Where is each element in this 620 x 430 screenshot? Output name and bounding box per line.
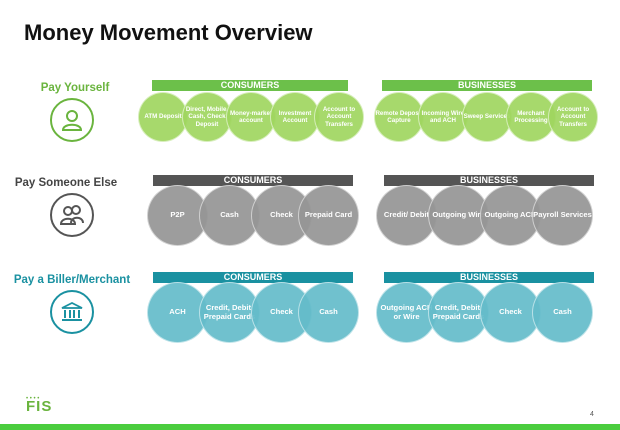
circle-cash: Cash bbox=[532, 282, 593, 343]
row-label-pay-someone-else: Pay Someone Else bbox=[14, 177, 118, 189]
circle-p2p: P2P bbox=[147, 185, 208, 246]
circle-outgoing-ach: Outgoing ACH bbox=[480, 185, 541, 246]
circle-prepaid-card: Prepaid Card bbox=[298, 185, 359, 246]
circle-merchant-processing: Merchant Processing bbox=[506, 92, 556, 142]
row-pay-a-biller-merchant: Pay a Biller/Merchant CONSUMERS ACH Cred… bbox=[0, 272, 620, 352]
circle-account-to-account-transfers: Account to Account Transfers bbox=[548, 92, 598, 142]
circle-payroll-services: Payroll Services bbox=[532, 185, 593, 246]
businesses-group-pay-someone-else: BUSINESSES Credit/ Debit Outgoing Wire O… bbox=[376, 175, 602, 255]
consumers-group-pay-a-biller-merchant: CONSUMERS ACH Credit, Debit, Prepaid Car… bbox=[147, 272, 363, 352]
circle-credit-debit-prepaid-cards: Credit, Debit, Prepaid Cards bbox=[428, 282, 489, 343]
consumers-header: CONSUMERS bbox=[153, 272, 353, 283]
circle-direct-mobile-cash-check-deposit: Direct, Mobile, Cash, Check Deposit bbox=[182, 92, 232, 142]
fis-logo: FIS bbox=[26, 398, 53, 415]
row-pay-yourself: Pay Yourself CONSUMERS ATM Deposit Direc… bbox=[0, 80, 620, 150]
logo-accent: • • • • bbox=[26, 396, 40, 402]
businesses-header: BUSINESSES bbox=[384, 175, 594, 186]
circle-account-to-account-transfers: Account to Account Transfers bbox=[314, 92, 364, 142]
circle-cash: Cash bbox=[298, 282, 359, 343]
consumers-group-pay-someone-else: CONSUMERS P2P Cash Check Prepaid Card bbox=[147, 175, 363, 255]
circle-sweep-services: Sweep Services bbox=[462, 92, 512, 142]
circle-investment-account: Investment Account bbox=[270, 92, 320, 142]
circle-outgoing-wire: Outgoing Wire bbox=[428, 185, 489, 246]
page-title: Money Movement Overview bbox=[24, 20, 313, 45]
circle-credit-debit-prepaid-cards: Credit, Debit, Prepaid Cards bbox=[199, 282, 260, 343]
circle-credit-debit: Credit/ Debit bbox=[376, 185, 437, 246]
circle-incoming-wire-and-ach: Incoming Wire and ACH bbox=[418, 92, 468, 142]
businesses-group-pay-yourself: BUSINESSES Remote Deposit Capture Incomi… bbox=[372, 80, 598, 150]
circle-atm-deposit: ATM Deposit bbox=[138, 92, 188, 142]
consumers-header: CONSUMERS bbox=[152, 80, 348, 91]
consumers-header: CONSUMERS bbox=[153, 175, 353, 186]
businesses-header: BUSINESSES bbox=[384, 272, 594, 283]
circle-remote-deposit-capture: Remote Deposit Capture bbox=[374, 92, 424, 142]
people-icon bbox=[50, 193, 94, 237]
row-label-pay-yourself: Pay Yourself bbox=[40, 82, 110, 94]
circle-ach: ACH bbox=[147, 282, 208, 343]
circle-outgoing-ach-or-wire: Outgoing ACH or Wire bbox=[376, 282, 437, 343]
circle-check: Check bbox=[480, 282, 541, 343]
person-icon bbox=[50, 98, 94, 142]
row-pay-someone-else: Pay Someone Else CONSUMERS P2P Cash Chec… bbox=[0, 175, 620, 255]
page-number: 4 bbox=[590, 411, 594, 418]
businesses-header: BUSINESSES bbox=[382, 80, 592, 91]
consumers-group-pay-yourself: CONSUMERS ATM Deposit Direct, Mobile, Ca… bbox=[138, 80, 364, 150]
circle-money-market-account: Money-market account bbox=[226, 92, 276, 142]
footer-bar bbox=[0, 424, 620, 430]
row-label-pay-a-biller-merchant: Pay a Biller/Merchant bbox=[13, 274, 131, 286]
bank-icon bbox=[50, 290, 94, 334]
businesses-group-pay-a-biller-merchant: BUSINESSES Outgoing ACH or Wire Credit, … bbox=[376, 272, 602, 352]
